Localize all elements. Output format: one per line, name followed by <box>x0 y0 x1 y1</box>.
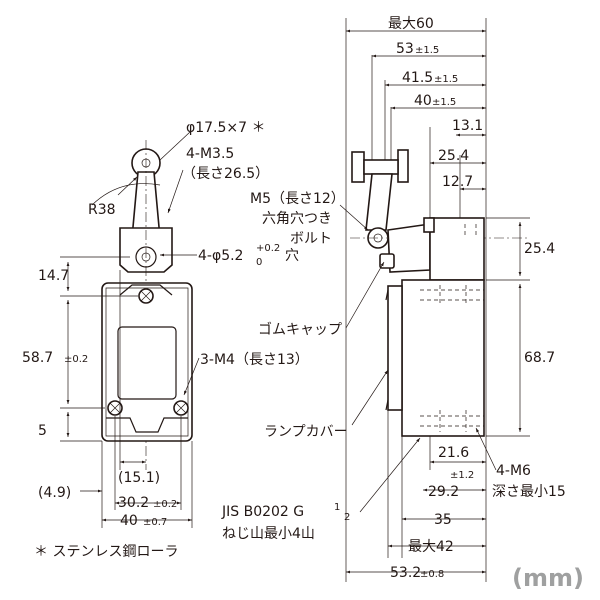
front-view <box>60 131 200 528</box>
footnote: ＊ ステンレス鋼ローラ <box>34 544 178 560</box>
m5-label: M5（長さ12） <box>250 191 345 207</box>
dim-29-2: 29.2 <box>428 484 459 500</box>
dim-30-2-tol: ±0.2 <box>153 499 177 510</box>
dim-40-side: 40 <box>414 93 432 109</box>
tap-length: （長さ26.5） <box>182 166 269 182</box>
dim-40-tol: ±0.7 <box>143 517 167 528</box>
lamp-cover <box>387 285 403 411</box>
holes-tol-lower: 0 <box>256 257 262 268</box>
radius-label: R38 <box>88 202 116 218</box>
dim-40-side-tol: ±1.5 <box>432 97 456 108</box>
mount-screws: 3-M4（長さ13） <box>200 352 309 368</box>
dim-12-7: 12.7 <box>442 174 473 190</box>
max60: 最大60 <box>388 16 434 32</box>
dim-41-5: 41.5 <box>402 70 433 86</box>
unit-label: (mm) <box>512 564 584 592</box>
dim-68-7: 68.7 <box>524 350 555 366</box>
dim-14-7: 14.7 <box>38 268 69 284</box>
rubber-cap-label: ゴムキャップ <box>258 321 342 338</box>
tap-label: 4-M3.5 <box>186 146 234 162</box>
switch-body <box>101 282 193 442</box>
hex-label: 六角穴つき <box>262 211 332 227</box>
holes-label: 4-φ5.2 <box>198 248 243 264</box>
holes-tol-upper: +0.2 <box>256 243 280 254</box>
dim-58-7-tol: ±0.2 <box>64 354 88 365</box>
dim-40: 40 <box>120 513 138 529</box>
jis-frac-num: 1 <box>334 502 340 513</box>
dim-21-6: 21.6 <box>438 445 469 461</box>
holes-suffix: 穴 <box>285 248 299 264</box>
dim-41-5-tol: ±1.5 <box>434 74 458 85</box>
dim-21-6-tol: ±1.2 <box>450 470 474 481</box>
head-block <box>429 217 485 281</box>
dim-5: 5 <box>38 423 47 439</box>
dim-30-2: 30.2 <box>118 495 149 511</box>
dim-58-7: 58.7 <box>22 350 53 366</box>
lever-side <box>365 173 393 231</box>
dim-53-2: 53.2 <box>390 565 421 581</box>
labels: φ17.5×7 ＊ 4-M3.5 （長さ26.5） R38 4-φ5.2 +0.… <box>22 16 584 592</box>
side-view <box>339 18 530 582</box>
jis-label: JIS B0202 G <box>221 504 304 520</box>
dim-25-4-top: 25.4 <box>438 148 469 164</box>
dim-25-4-right: 25.4 <box>524 241 555 257</box>
dim-15-1: (15.1) <box>118 470 160 486</box>
body-side <box>401 279 485 437</box>
dim-4-9: (4.9) <box>38 485 71 501</box>
roller-note: φ17.5×7 ＊ <box>186 120 266 136</box>
dim-53-tol: ±1.5 <box>415 45 439 56</box>
max42: 最大42 <box>408 539 454 555</box>
dim-53: 53 <box>396 41 414 57</box>
jis-frac-den: 2 <box>344 512 350 523</box>
m6-label: 4-M6 <box>496 463 531 479</box>
lamp-cover-label: ランプカバー <box>264 424 348 440</box>
thread-note: ねじ山最小4山 <box>222 526 315 542</box>
bolt-label: ボルト <box>290 231 332 247</box>
dim-13-1: 13.1 <box>452 118 483 134</box>
indicator-window <box>117 326 177 400</box>
roller-side <box>351 151 365 183</box>
dim-53-2-tol: ±0.8 <box>420 569 444 580</box>
roller-side-2 <box>397 149 409 183</box>
m6-depth: 深さ最小15 <box>492 484 566 500</box>
dim-35: 35 <box>434 512 452 528</box>
